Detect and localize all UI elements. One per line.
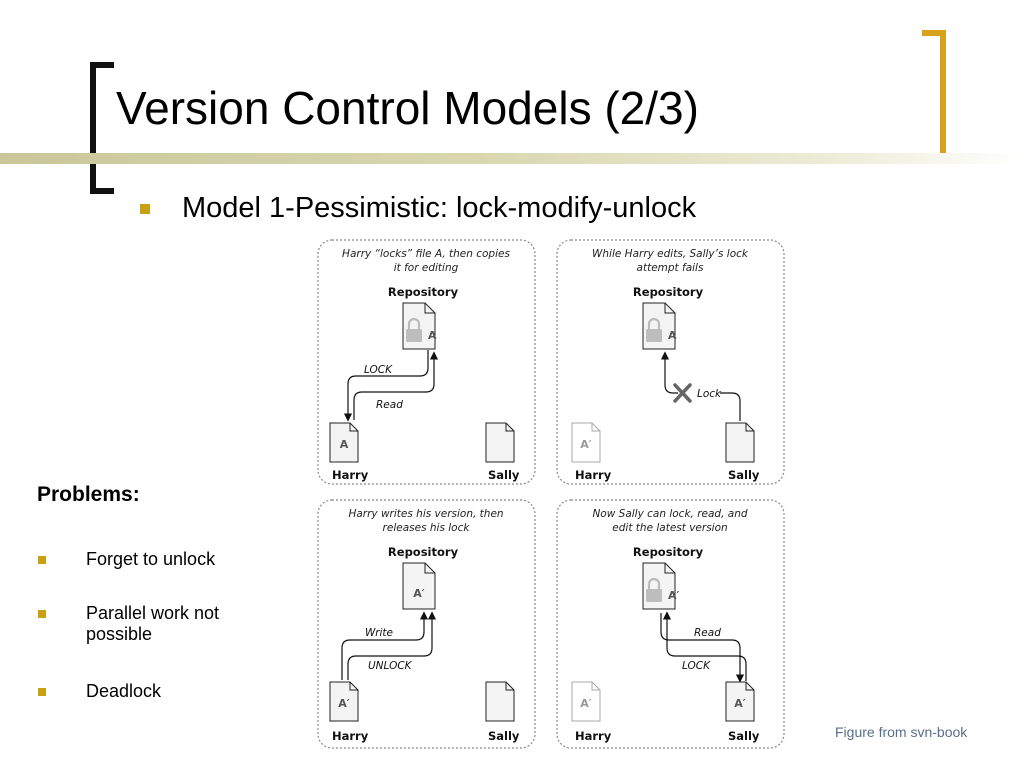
lock-modify-unlock-diagram: Harry “locks” file A, then copies it for… <box>317 239 785 749</box>
sally-file-icon <box>725 681 755 722</box>
file-label: A <box>668 329 677 342</box>
arrow-label: Write <box>365 627 393 639</box>
harry-label: Harry <box>332 729 369 743</box>
sally-label: Sally <box>488 729 520 743</box>
file-label: A <box>428 329 437 342</box>
sally-label: Sally <box>728 729 760 743</box>
repository-file-icon <box>402 562 436 610</box>
arrow-label: Read <box>694 627 721 639</box>
harry-file-icon <box>329 422 359 463</box>
problem-item: Forget to unlock <box>86 549 216 569</box>
left-bracket-decoration <box>90 62 114 194</box>
file-label: A′ <box>580 697 592 710</box>
arrow-label: LOCK <box>364 364 393 376</box>
harry-file-icon <box>571 422 601 463</box>
repository-label: Repository <box>388 285 459 299</box>
panel-caption: Harry “locks” file A, then copies <box>342 248 510 260</box>
sally-label: Sally <box>728 468 760 482</box>
lock-icon <box>406 317 422 342</box>
diagram-panel-1: Harry “locks” file A, then copies it for… <box>317 239 536 485</box>
title-underline-bar <box>0 153 1024 164</box>
problem-item: Parallel work not possible <box>86 603 220 644</box>
bullet-marker <box>38 610 46 618</box>
file-label: A <box>340 438 349 451</box>
figure-caption: Figure from svn-book <box>835 724 968 740</box>
repository-label: Repository <box>388 545 459 559</box>
sally-file-icon <box>485 681 515 722</box>
harry-file-icon <box>329 681 359 722</box>
file-label: A′ <box>668 589 680 602</box>
lock-icon <box>646 577 662 602</box>
panel-caption: edit the latest version <box>612 522 727 534</box>
problems-heading: Problems: <box>37 483 140 506</box>
repository-label: Repository <box>633 285 704 299</box>
sally-label: Sally <box>488 468 520 482</box>
panel-caption: it for editing <box>394 262 459 274</box>
panel-caption: Now Sally can lock, read, and <box>592 508 747 520</box>
bullet-marker <box>38 688 46 696</box>
panel-caption: Harry writes his version, then <box>348 508 503 520</box>
harry-label: Harry <box>575 729 612 743</box>
problem-item: Deadlock <box>86 681 162 701</box>
file-label: A′ <box>413 587 425 600</box>
main-bullet-text: Model 1-Pessimistic: lock-modify-unlock <box>182 192 697 224</box>
panel-caption: While Harry edits, Sally’s lock <box>592 248 749 260</box>
diagram-panel-3: Harry writes his version, then releases … <box>317 499 536 749</box>
failed-lock-x-icon <box>673 383 692 403</box>
harry-file-icon <box>571 681 601 722</box>
bullet-marker <box>140 204 150 214</box>
panel-caption: releases his lock <box>383 522 471 534</box>
sally-file-icon <box>725 422 755 463</box>
harry-label: Harry <box>575 468 612 482</box>
slide-title: Version Control Models (2/3) <box>116 82 699 134</box>
bullet-marker <box>38 556 46 564</box>
file-label: A′ <box>338 697 350 710</box>
arrow-label: UNLOCK <box>368 660 413 672</box>
arrow-label: Lock <box>697 388 722 400</box>
file-label: A′ <box>734 697 746 710</box>
panel-caption: attempt fails <box>637 262 704 274</box>
right-bracket-decoration <box>922 30 946 162</box>
repository-label: Repository <box>633 545 704 559</box>
arrow-label: LOCK <box>682 660 711 672</box>
lock-icon <box>646 317 662 342</box>
file-label: A′ <box>580 438 592 451</box>
sally-file-icon <box>485 422 515 463</box>
arrow-label: Read <box>376 399 403 411</box>
diagram-panel-4: Now Sally can lock, read, and edit the l… <box>556 499 785 749</box>
harry-label: Harry <box>332 468 369 482</box>
diagram-panel-2: While Harry edits, Sally’s lock attempt … <box>556 239 785 485</box>
